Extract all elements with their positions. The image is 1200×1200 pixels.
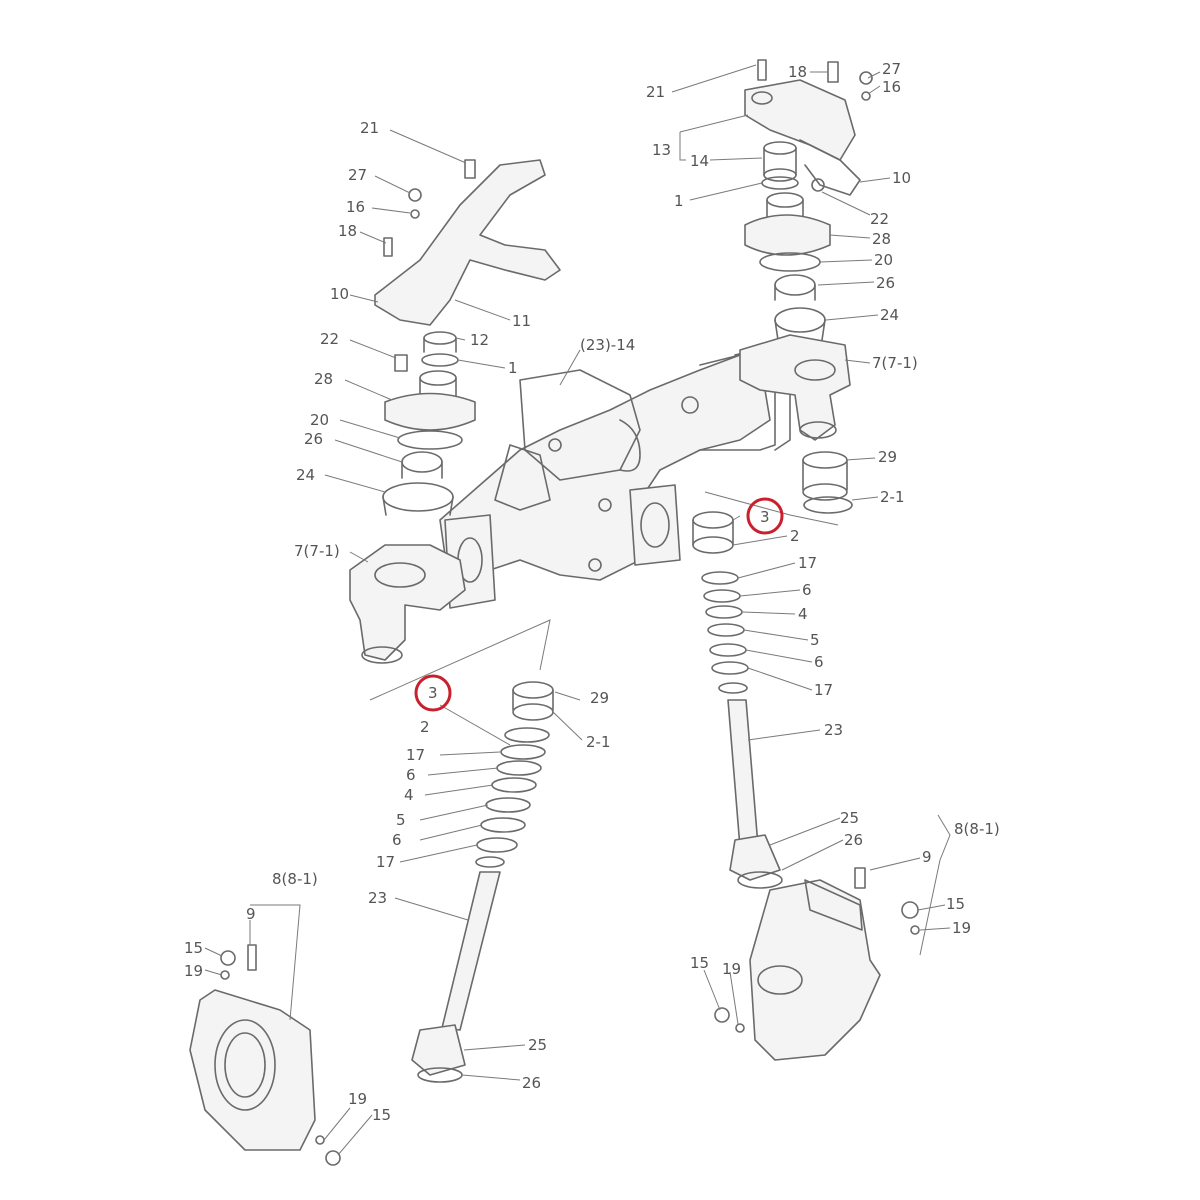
callout-12-left: 12 <box>470 331 489 349</box>
callout-3-left: 3 <box>428 684 438 702</box>
callout-29-left: 29 <box>590 689 609 707</box>
callout-21-left: 21 <box>360 119 379 137</box>
callout-16-left: 16 <box>346 198 365 216</box>
callout-6-right-b: 6 <box>814 653 824 671</box>
callout-10-left: 10 <box>330 285 349 303</box>
callout-15-left-b: 15 <box>372 1106 391 1124</box>
callout-26-left: 26 <box>304 430 323 448</box>
callout-5-left: 5 <box>396 811 406 829</box>
callout-6-left-b: 6 <box>392 831 402 849</box>
right-gear-case <box>714 867 920 1061</box>
callout-9-right: 9 <box>922 848 932 866</box>
callout-17-right-b: 17 <box>814 681 833 699</box>
callout-27-left: 27 <box>348 166 367 184</box>
callout-26-left-b: 26 <box>522 1074 541 1092</box>
right-knuckle-housing <box>739 334 851 441</box>
callout-19-right-a: 19 <box>952 919 971 937</box>
left-top-cap <box>382 370 476 516</box>
highlight-ring-part-3-left <box>414 674 452 712</box>
callout-20-left: 20 <box>310 411 329 429</box>
callout-17-right-a: 17 <box>798 554 817 572</box>
callout-27-top: 27 <box>882 60 901 78</box>
axle-housing <box>439 344 791 609</box>
callout-1-left: 1 <box>508 359 518 377</box>
callout-19-left-b: 19 <box>348 1090 367 1108</box>
callout-25-right: 25 <box>840 809 859 827</box>
callout-7-right: 7(7-1) <box>872 354 918 372</box>
callout-2-left: 2 <box>420 718 430 736</box>
callout-19-left-a: 19 <box>184 962 203 980</box>
callout-4-left: 4 <box>404 786 414 804</box>
callout-11-left: 11 <box>512 312 531 330</box>
left-knuckle-housing <box>349 544 466 664</box>
callout-19-right-b: 19 <box>722 960 741 978</box>
callout-16-top: 16 <box>882 78 901 96</box>
callout-17-left-a: 17 <box>406 746 425 764</box>
callout-21-top: 21 <box>646 83 665 101</box>
callout-2-right: 2 <box>790 527 800 545</box>
highlight-rings <box>414 497 784 712</box>
callout-18-top: 18 <box>788 63 807 81</box>
callout-22-left: 22 <box>320 330 339 348</box>
highlight-ring-part-3-right <box>746 497 784 535</box>
callout-8-left: 8(8-1) <box>272 870 318 888</box>
callout-17-left-b: 17 <box>376 853 395 871</box>
callout-26-right: 26 <box>876 274 895 292</box>
callout-5-right: 5 <box>810 631 820 649</box>
callout-28-right: 28 <box>872 230 891 248</box>
callout-7-left: 7(7-1) <box>294 542 340 560</box>
right-king-pin <box>761 141 825 192</box>
callout-15-right-a: 15 <box>946 895 965 913</box>
callout-1-right: 1 <box>674 192 684 210</box>
right-shaft-stack <box>692 511 783 889</box>
callout-18-left: 18 <box>338 222 357 240</box>
callout-24-right: 24 <box>880 306 899 324</box>
callout-3-right: 3 <box>760 508 770 526</box>
callout-25-left: 25 <box>528 1036 547 1054</box>
callout-22-right: 22 <box>870 210 889 228</box>
callout-26-right-b: 26 <box>844 831 863 849</box>
leader-lines <box>204 64 951 1156</box>
callout-14-top: 14 <box>690 152 709 170</box>
left-shaft-stack <box>411 681 554 1083</box>
callout-2-1-right: 2-1 <box>880 488 905 506</box>
callout-labels: 21 18 27 16 13 14 10 1 22 28 20 26 24 7(… <box>184 60 1000 1124</box>
callout-4-right: 4 <box>798 605 808 623</box>
left-king-pin <box>394 331 459 372</box>
callout-6-left-a: 6 <box>406 766 416 784</box>
callout-15-left-a: 15 <box>184 939 203 957</box>
callout-13-top: 13 <box>652 141 671 159</box>
callout-8-right: 8(8-1) <box>954 820 1000 838</box>
callout-23-14: (23)-14 <box>580 336 635 354</box>
right-top-cap <box>744 192 831 341</box>
callout-2-1-left: 2-1 <box>586 733 611 751</box>
callout-28-left: 28 <box>314 370 333 388</box>
callout-29-right: 29 <box>878 448 897 466</box>
callout-6-right-a: 6 <box>802 581 812 599</box>
callout-10-right: 10 <box>892 169 911 187</box>
callout-20-right: 20 <box>874 251 893 269</box>
callout-24-left: 24 <box>296 466 315 484</box>
left-gear-case <box>189 944 341 1166</box>
right-bushing <box>802 451 853 514</box>
callout-9-left: 9 <box>246 905 256 923</box>
callout-23-left: 23 <box>368 889 387 907</box>
callout-15-right-b: 15 <box>690 954 709 972</box>
callout-23-right: 23 <box>824 721 843 739</box>
left-knuckle-arm <box>374 159 561 326</box>
